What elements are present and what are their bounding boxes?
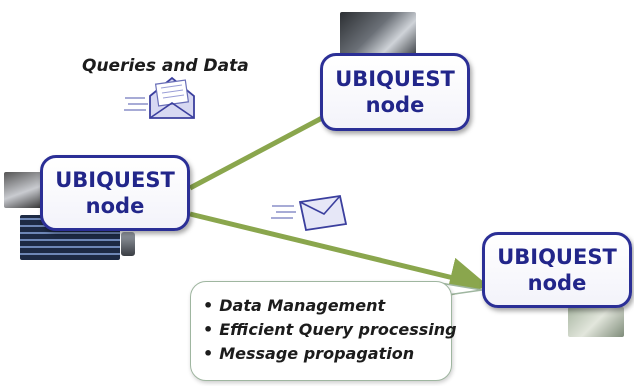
node-subtitle: node (365, 93, 425, 117)
features-callout: Data Management Efficient Query processi… (190, 281, 457, 381)
feature-item: Data Management (203, 294, 451, 318)
caption-queries-and-data: Queries and Data (82, 56, 249, 76)
node-title: UBIQUEST (55, 168, 175, 192)
ubiquest-node-right: UBIQUEST node (482, 232, 632, 308)
link-left-to-top (188, 115, 324, 191)
node-subtitle: node (527, 271, 587, 295)
feature-item: Message propagation (203, 342, 451, 366)
envelope-icon (271, 194, 348, 232)
feature-item: Efficient Query processing (203, 318, 456, 342)
link-left-to-right-arrow (189, 211, 490, 297)
phone-image (121, 232, 135, 256)
laptop-image (4, 172, 42, 208)
node-subtitle: node (85, 194, 145, 218)
open-envelope-icon (124, 76, 195, 119)
features-list: Data Management Efficient Query processi… (203, 294, 456, 366)
speed-lines-icon (271, 205, 296, 219)
device-photo-image (568, 307, 624, 337)
node-title: UBIQUEST (335, 67, 455, 91)
ubiquest-node-top: UBIQUEST node (320, 53, 470, 131)
car-dashboard-image (340, 12, 416, 56)
node-title: UBIQUEST (497, 245, 617, 269)
ubiquest-node-left: UBIQUEST node (40, 155, 190, 231)
speed-lines-icon (124, 97, 148, 111)
